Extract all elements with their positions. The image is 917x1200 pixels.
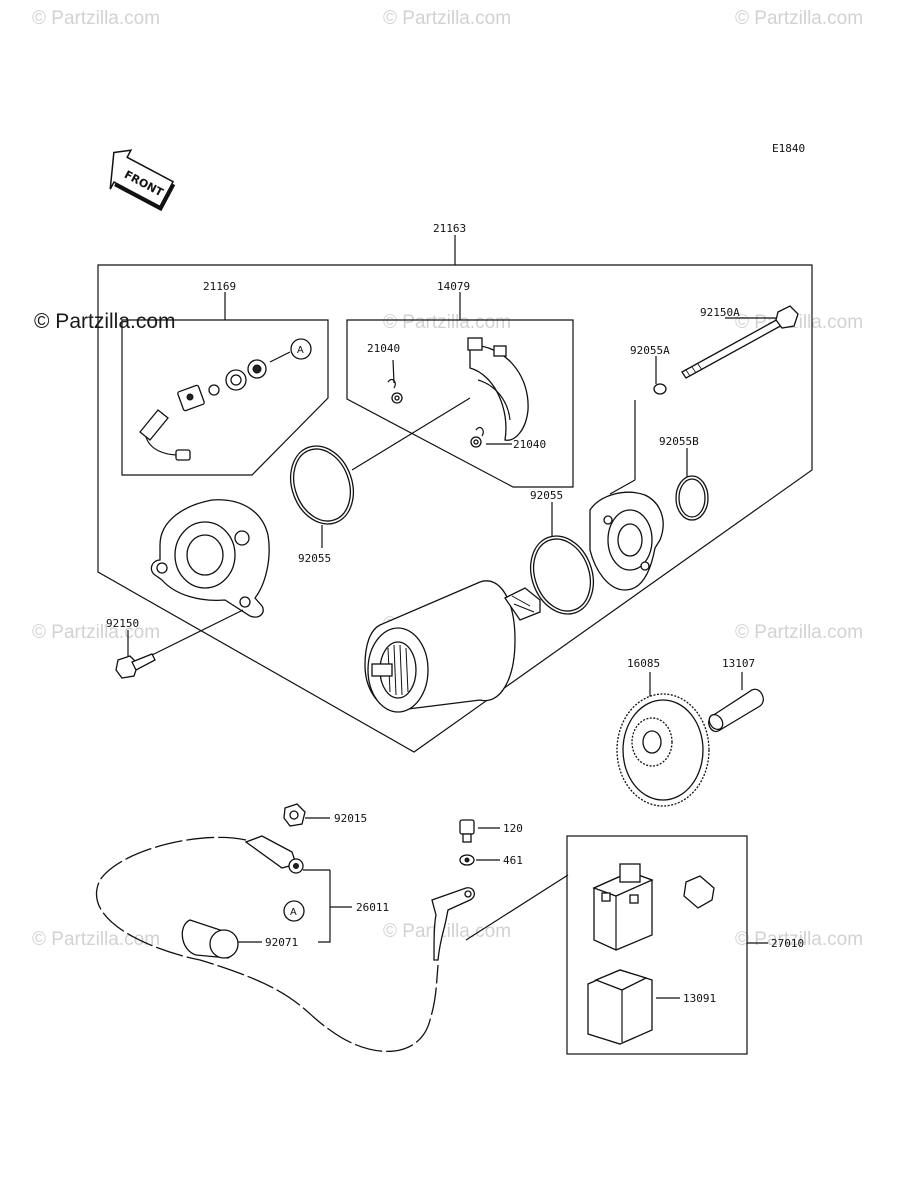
watermark: © Partzilla.com — [383, 312, 511, 333]
nut-92015 — [283, 803, 330, 827]
ground-lead — [431, 874, 569, 961]
part-label-21163[interactable]: 21163 — [433, 222, 466, 235]
watermark: © Partzilla.com — [32, 622, 160, 643]
o-ring-92055b — [675, 448, 709, 521]
part-label-92055a[interactable]: 92055A — [630, 344, 670, 357]
part-label-461[interactable]: 461 — [503, 854, 523, 867]
watermark: © Partzilla.com — [32, 929, 160, 950]
part-label-92055b[interactable]: 92055B — [659, 435, 699, 448]
o-ring-right — [530, 502, 594, 615]
part-labels: 21163 21169 14079 21040 21040 92150A 920… — [106, 222, 804, 1005]
watermark: © Partzilla.com — [32, 8, 160, 29]
rear-cover — [149, 499, 270, 657]
bolt-92150 — [115, 630, 156, 679]
marker-a-label: A — [290, 907, 297, 918]
o-ring-left — [290, 397, 471, 548]
relay-box — [566, 835, 768, 1055]
part-label-13107[interactable]: 13107 — [722, 657, 755, 670]
starter-idle-gear — [616, 672, 710, 807]
diagram-code: E1840 — [772, 142, 805, 155]
washer-461 — [459, 854, 500, 866]
part-label-21040[interactable]: 21040 — [513, 438, 546, 451]
gear-shaft — [708, 672, 764, 733]
armature — [364, 580, 541, 713]
marker-a-label: A — [297, 345, 304, 356]
part-label-21040[interactable]: 21040 — [367, 342, 400, 355]
long-bolt-92150a — [681, 305, 799, 379]
washer-92055a — [653, 356, 667, 395]
marker-a-top — [290, 338, 312, 360]
starter-assembly-outline — [97, 235, 813, 753]
terminal-cap — [181, 919, 262, 959]
part-label-120[interactable]: 120 — [503, 822, 523, 835]
brush-holder-box: A — [121, 292, 329, 476]
part-label-26011[interactable]: 26011 — [356, 901, 389, 914]
bolt-120 — [459, 819, 500, 843]
part-label-92055[interactable]: 92055 — [298, 552, 331, 565]
part-label-14079[interactable]: 14079 — [437, 280, 470, 293]
watermark: © Partzilla.com — [735, 622, 863, 643]
watermark: © Partzilla.com — [735, 312, 863, 333]
watermark: © Partzilla.com — [735, 929, 863, 950]
part-label-92055[interactable]: 92055 — [530, 489, 563, 502]
part-label-16085[interactable]: 16085 — [627, 657, 660, 670]
front-cover — [589, 400, 664, 591]
watermark: © Partzilla.com — [735, 8, 863, 29]
part-label-21169[interactable]: 21169 — [203, 280, 236, 293]
watermarks: © Partzilla.com © Partzilla.com © Partzi… — [32, 8, 863, 950]
part-label-27010[interactable]: 27010 — [771, 937, 804, 950]
part-label-13091[interactable]: 13091 — [683, 992, 716, 1005]
watermark: © Partzilla.com — [383, 921, 511, 942]
watermark: © Partzilla.com — [383, 8, 511, 29]
watermark: © Partzilla.com — [34, 310, 176, 333]
part-label-92150a[interactable]: 92150A — [700, 306, 740, 319]
front-arrow-icon: FRONT — [109, 149, 176, 212]
part-label-92071[interactable]: 92071 — [265, 936, 298, 949]
brush-plate-box — [346, 292, 574, 488]
part-label-92150[interactable]: 92150 — [106, 617, 139, 630]
part-label-92015[interactable]: 92015 — [334, 812, 367, 825]
starter-cable: A — [95, 835, 439, 1052]
